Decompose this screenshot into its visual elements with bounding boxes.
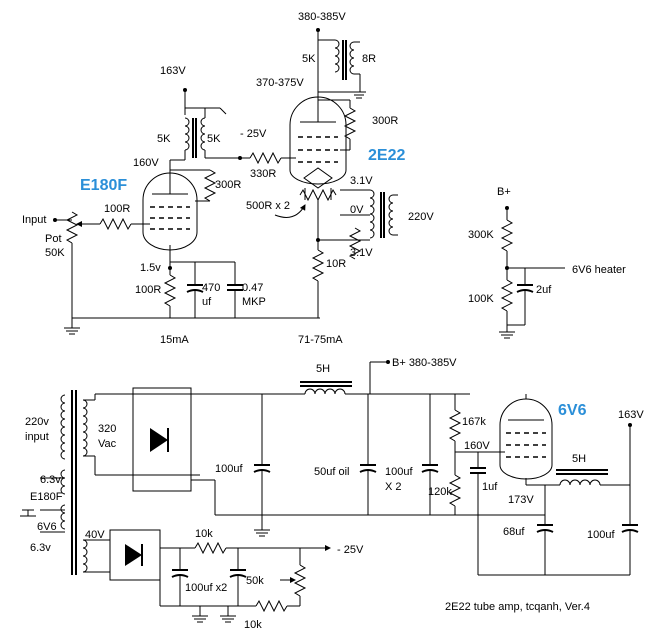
label-vac: Vac	[98, 438, 117, 450]
label-c470: 470	[202, 282, 220, 294]
label-1-5v: 1.5v	[140, 262, 161, 274]
label-input: Input	[22, 214, 46, 226]
label-r10k-b: 10k	[244, 619, 262, 631]
label-pot50k: 50k	[246, 575, 264, 587]
label-c2uf: 2uf	[536, 284, 552, 296]
label-220v-input: 220v	[25, 416, 49, 428]
schematic-title: 2E22 tube amp, tcqanh, Ver.4	[445, 601, 590, 613]
label-r167k: 167k	[462, 416, 486, 428]
label-c50uf: 50uf oil	[314, 466, 349, 478]
resistor-330r	[240, 151, 296, 165]
label-heater-0v: 0V	[350, 204, 364, 216]
label-ic-5k-a: 5K	[157, 133, 171, 145]
label-r300-top: 300R	[372, 115, 398, 127]
label-b-plus-top: 380-385V	[298, 11, 346, 23]
label-heater-3-1b: 3.1V	[350, 247, 373, 259]
input-pot-network	[53, 211, 150, 318]
label-plate-2e22: 370-375V	[256, 77, 304, 89]
label-c047-type: MKP	[242, 296, 266, 308]
label-pot: Pot	[45, 233, 62, 245]
label-6-3v-a: 6.3v	[40, 474, 61, 486]
label-choke1: 5H	[316, 363, 330, 375]
label-173v: 173V	[508, 494, 534, 506]
label-r10k-a: 10k	[195, 528, 213, 540]
label-6v6-tap: 6V6	[37, 521, 57, 533]
label-c470-unit: uf	[202, 296, 212, 308]
bias-supply	[109, 529, 331, 623]
label-out-5k: 5K	[302, 53, 316, 65]
label-2e22: 2E22	[368, 147, 405, 164]
label-40v: 40V	[85, 529, 105, 541]
label-out-8r: 8R	[362, 53, 376, 65]
output-transformer	[316, 28, 366, 112]
label-320: 320	[98, 423, 116, 435]
label-c100x2-bias: 100uf x2	[185, 582, 227, 594]
e180f-cathode-network	[64, 261, 320, 335]
label-neg25-bottom: - 25V	[337, 544, 364, 556]
label-input-word: input	[25, 431, 49, 443]
label-71-75ma: 71-75mA	[298, 334, 343, 346]
tube-2e22	[289, 96, 347, 189]
label-r100-cath: 100R	[135, 284, 161, 296]
label-163v-right: 163V	[618, 409, 644, 421]
resistor-300r-screen	[318, 99, 357, 151]
2e22-cathode-heater	[274, 188, 398, 318]
label-160v: 160V	[133, 157, 159, 169]
label-b-plus: B+	[497, 186, 511, 198]
tube-e180f	[142, 160, 198, 262]
label-r100k: 100K	[468, 293, 494, 305]
label-6-3v-b: 6.3v	[30, 542, 51, 554]
label-c68uf: 68uf	[503, 526, 525, 538]
label-b-plus-supply: B+ 380-385V	[392, 357, 457, 369]
label-e180f: E180F	[80, 177, 127, 194]
label-ic-5k-b: 5K	[207, 133, 221, 145]
resistor-300r-e180f	[170, 169, 217, 202]
label-pot-value: 50K	[45, 247, 65, 259]
label-heater-3-1a: 3.1V	[350, 175, 373, 187]
label-r330: 330R	[250, 168, 276, 180]
label-r300k: 300K	[468, 229, 494, 241]
label-c100uf: 100uf	[215, 463, 243, 475]
label-r120k: 120k	[428, 486, 452, 498]
label-c100uf-right: 100uf	[587, 529, 615, 541]
label-r10: 10R	[326, 258, 346, 270]
label-160v-6v6: 160V	[464, 440, 490, 452]
label-6v6-heater: 6V6 heater	[572, 264, 626, 276]
label-c100x2-a: 100uf	[385, 466, 413, 478]
hv-bridge-rectifier	[132, 387, 305, 515]
hv-filter-chain	[215, 360, 545, 537]
heater-divider	[499, 206, 565, 339]
label-c047: 0.47	[242, 282, 263, 294]
6v6-regulator	[448, 394, 639, 576]
label-220v-heater: 220V	[408, 211, 434, 223]
label-c100x2-b: X 2	[385, 481, 402, 493]
label-6v6-tube: 6V6	[558, 402, 587, 419]
power-transformer	[20, 390, 200, 575]
label-r300-e180f: 300R	[215, 179, 241, 191]
interstage-transformer	[170, 88, 242, 161]
label-15ma: 15mA	[160, 334, 189, 346]
label-c1uf: 1uf	[482, 481, 498, 493]
label-choke2: 5H	[572, 453, 586, 465]
label-163v-top: 163V	[160, 65, 186, 77]
label-r100-grid: 100R	[104, 203, 130, 215]
label-e180f-tap: E180F	[30, 491, 63, 503]
label-r500x2: 500R x 2	[246, 200, 290, 212]
label-neg25-top: - 25V	[240, 128, 267, 140]
